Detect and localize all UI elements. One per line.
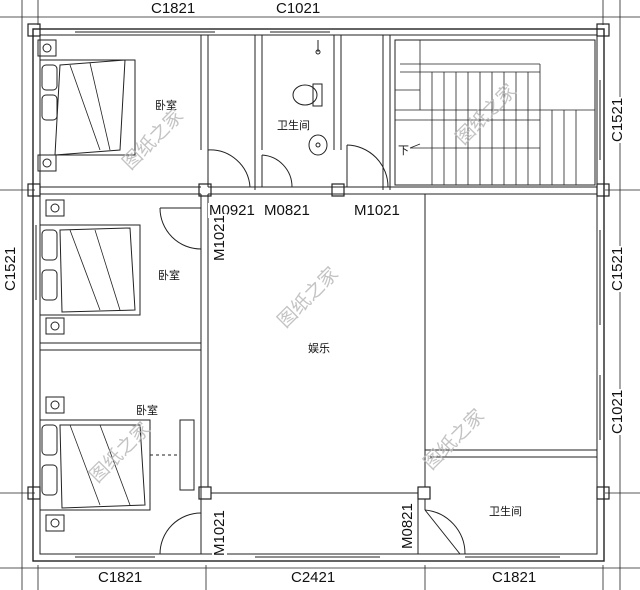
window-label-right-2: C1521 (609, 245, 626, 292)
room-label-bathroom-bottom: 卫生间 (489, 505, 522, 518)
window-label-bottom-2: C2421 (290, 569, 337, 586)
window-label-right-1: C1521 (609, 96, 626, 143)
door-label-m1021-left: M1021 (211, 214, 228, 262)
door-label-m1021-top: M1021 (353, 202, 401, 219)
room-label-bedroom-1: 卧室 (155, 99, 177, 112)
door-label-m0821: M0821 (263, 202, 311, 219)
stair-down-label: 下 (398, 144, 409, 157)
window-label-bottom-3: C1821 (491, 569, 538, 586)
window-label-top-1: C1821 (150, 0, 197, 17)
window-label-right-3: C1021 (609, 388, 626, 435)
room-label-bedroom-2: 卧室 (158, 269, 180, 282)
window-label-bottom-1: C1821 (97, 569, 144, 586)
door-label-m1021-bottom: M1021 (211, 509, 228, 557)
room-label-entertainment: 娱乐 (308, 342, 330, 355)
room-label-bathroom-top: 卫生间 (277, 119, 310, 132)
window-label-left-1: C1521 (2, 245, 19, 292)
door-label-m0821-bottom: M0821 (399, 502, 416, 550)
room-label-bedroom-3: 卧室 (136, 404, 158, 417)
window-label-top-2: C1021 (275, 0, 322, 17)
